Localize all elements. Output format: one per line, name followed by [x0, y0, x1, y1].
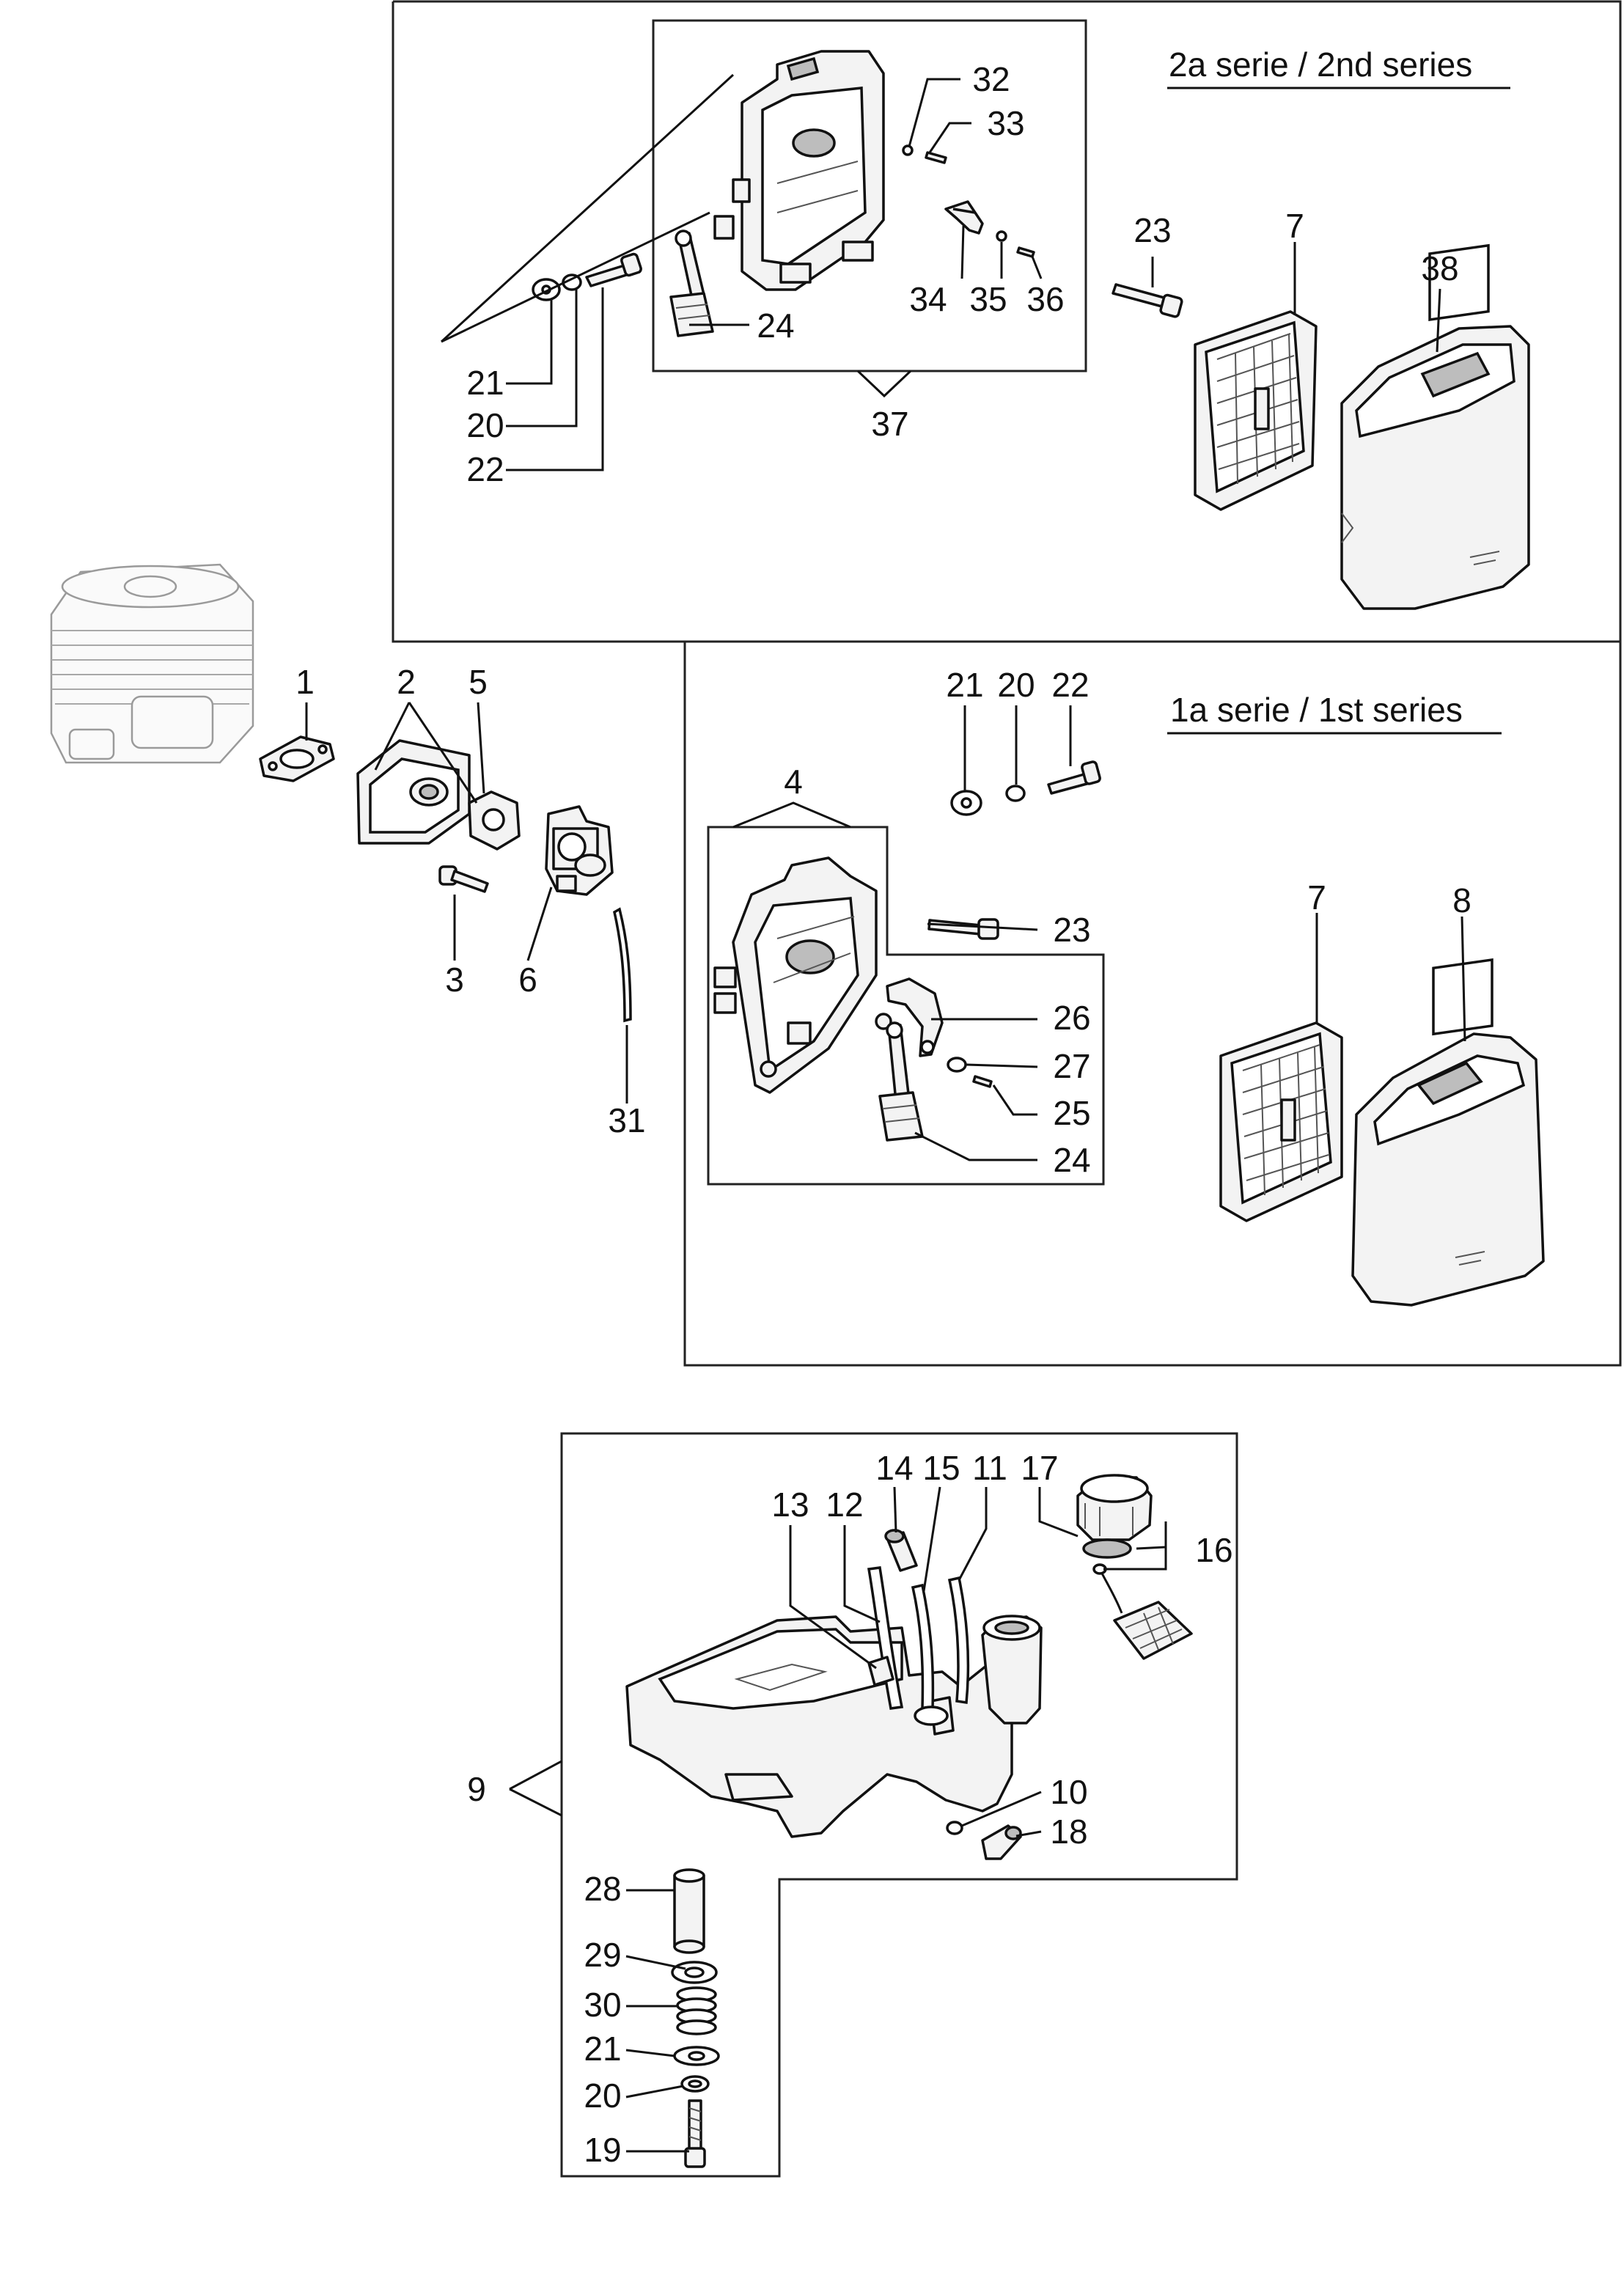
frame-37-subassembly	[652, 19, 1087, 372]
callout-37: 37	[871, 405, 908, 443]
callout-19: 19	[584, 2131, 621, 2169]
callout-31: 31	[608, 1101, 645, 1139]
section-frames	[392, 0, 1622, 2178]
callout-3: 3	[445, 961, 464, 999]
callout-30: 30	[584, 1986, 621, 2024]
fasteners-1st	[950, 760, 1101, 816]
callout-34: 34	[909, 280, 947, 318]
spring-30	[676, 1986, 717, 2035]
callout-2: 2	[397, 663, 416, 701]
screw-19	[684, 2099, 706, 2168]
callout-32: 32	[972, 60, 1010, 98]
callout-7-1st: 7	[1307, 878, 1326, 917]
callout-21-2nd: 21	[466, 364, 504, 402]
frame-1st-series	[683, 642, 1622, 1367]
filter-element-2nd	[1194, 310, 1318, 511]
fuel-line-31	[613, 907, 632, 1023]
drain-parts	[946, 1821, 1022, 1860]
callout-36: 36	[1026, 280, 1064, 318]
callout-15: 15	[922, 1449, 960, 1487]
choke-lever-1st	[878, 1021, 924, 1142]
washer-21	[673, 2046, 720, 2066]
callout-28: 28	[584, 1870, 621, 1908]
callout-numbers: 32 33 24 34 35 36 37 23 7 38 21 20 22 1 …	[295, 60, 1471, 2169]
callout-13: 13	[771, 1486, 809, 1524]
small-hardware-1st	[947, 1057, 993, 1088]
fuel-tank-9	[625, 1615, 1043, 1838]
callout-21-tank: 21	[584, 2030, 621, 2068]
callout-38: 38	[1421, 249, 1458, 287]
callout-24-2nd: 24	[757, 306, 794, 345]
callout-4: 4	[784, 763, 803, 801]
callout-6: 6	[518, 961, 537, 999]
air-filter-base-1st	[713, 856, 892, 1094]
callout-26: 26	[1053, 999, 1090, 1037]
air-filter-base-2nd	[713, 50, 885, 291]
callout-18: 18	[1050, 1813, 1087, 1851]
carburetor-6	[545, 805, 614, 896]
callout-22-2nd: 22	[466, 450, 504, 488]
callout-10: 10	[1050, 1773, 1087, 1811]
callout-12: 12	[826, 1486, 863, 1524]
callout-33: 33	[987, 104, 1024, 142]
lever-arm-26	[886, 977, 944, 1057]
callout-5: 5	[469, 663, 488, 701]
long-screw-2nd	[1112, 283, 1183, 318]
washer-29	[671, 1961, 718, 1984]
callout-14: 14	[875, 1449, 913, 1487]
callout-7-2nd: 7	[1285, 207, 1304, 245]
callout-22-1st: 22	[1051, 666, 1089, 704]
callout-20-tank: 20	[584, 2076, 621, 2115]
callout-20-1st: 20	[997, 666, 1035, 704]
series-2nd-label: 2a serie / 2nd series	[1169, 45, 1472, 84]
callout-17: 17	[1021, 1449, 1058, 1487]
choke-lever-2nd	[669, 230, 714, 337]
intake-manifold-2	[356, 739, 471, 845]
callout-20-2nd: 20	[466, 406, 504, 444]
callout-24-1st: 24	[1053, 1141, 1090, 1179]
gasket-5	[468, 790, 521, 851]
frame-9-tank-assembly	[560, 1432, 1238, 2178]
filter-element-1st	[1219, 1021, 1343, 1222]
spacer-28	[673, 1868, 705, 1954]
series-1st-label: 1a serie / 1st series	[1170, 691, 1463, 729]
lever-arm-2nd	[944, 200, 984, 235]
callout-8: 8	[1452, 881, 1471, 919]
lockwasher-20	[680, 2075, 710, 2093]
cylinder-reference	[50, 563, 254, 764]
long-screw-1st	[927, 918, 999, 940]
callout-9: 9	[467, 1770, 486, 1808]
filter-cover-2nd	[1340, 243, 1530, 610]
callout-11: 11	[972, 1449, 1007, 1487]
callout-23-1st: 23	[1053, 911, 1090, 949]
frame-4-subassembly	[707, 826, 1105, 1186]
callout-25: 25	[1053, 1094, 1090, 1132]
fuel-cap-16	[1076, 1474, 1193, 1660]
callout-27: 27	[1053, 1047, 1090, 1085]
callout-21-1st: 21	[946, 666, 983, 704]
gasket-1	[259, 735, 335, 782]
callout-29: 29	[584, 1936, 621, 1974]
callout-1: 1	[295, 663, 315, 701]
callout-35: 35	[969, 280, 1007, 318]
fuel-hoses	[867, 1529, 970, 1726]
callout-23-2nd: 23	[1134, 211, 1171, 249]
fasteners-2nd	[532, 252, 642, 301]
leader-lines	[305, 73, 1466, 2153]
screw-3	[438, 865, 489, 893]
filter-cover-8	[1351, 958, 1545, 1307]
callout-16: 16	[1195, 1531, 1232, 1569]
